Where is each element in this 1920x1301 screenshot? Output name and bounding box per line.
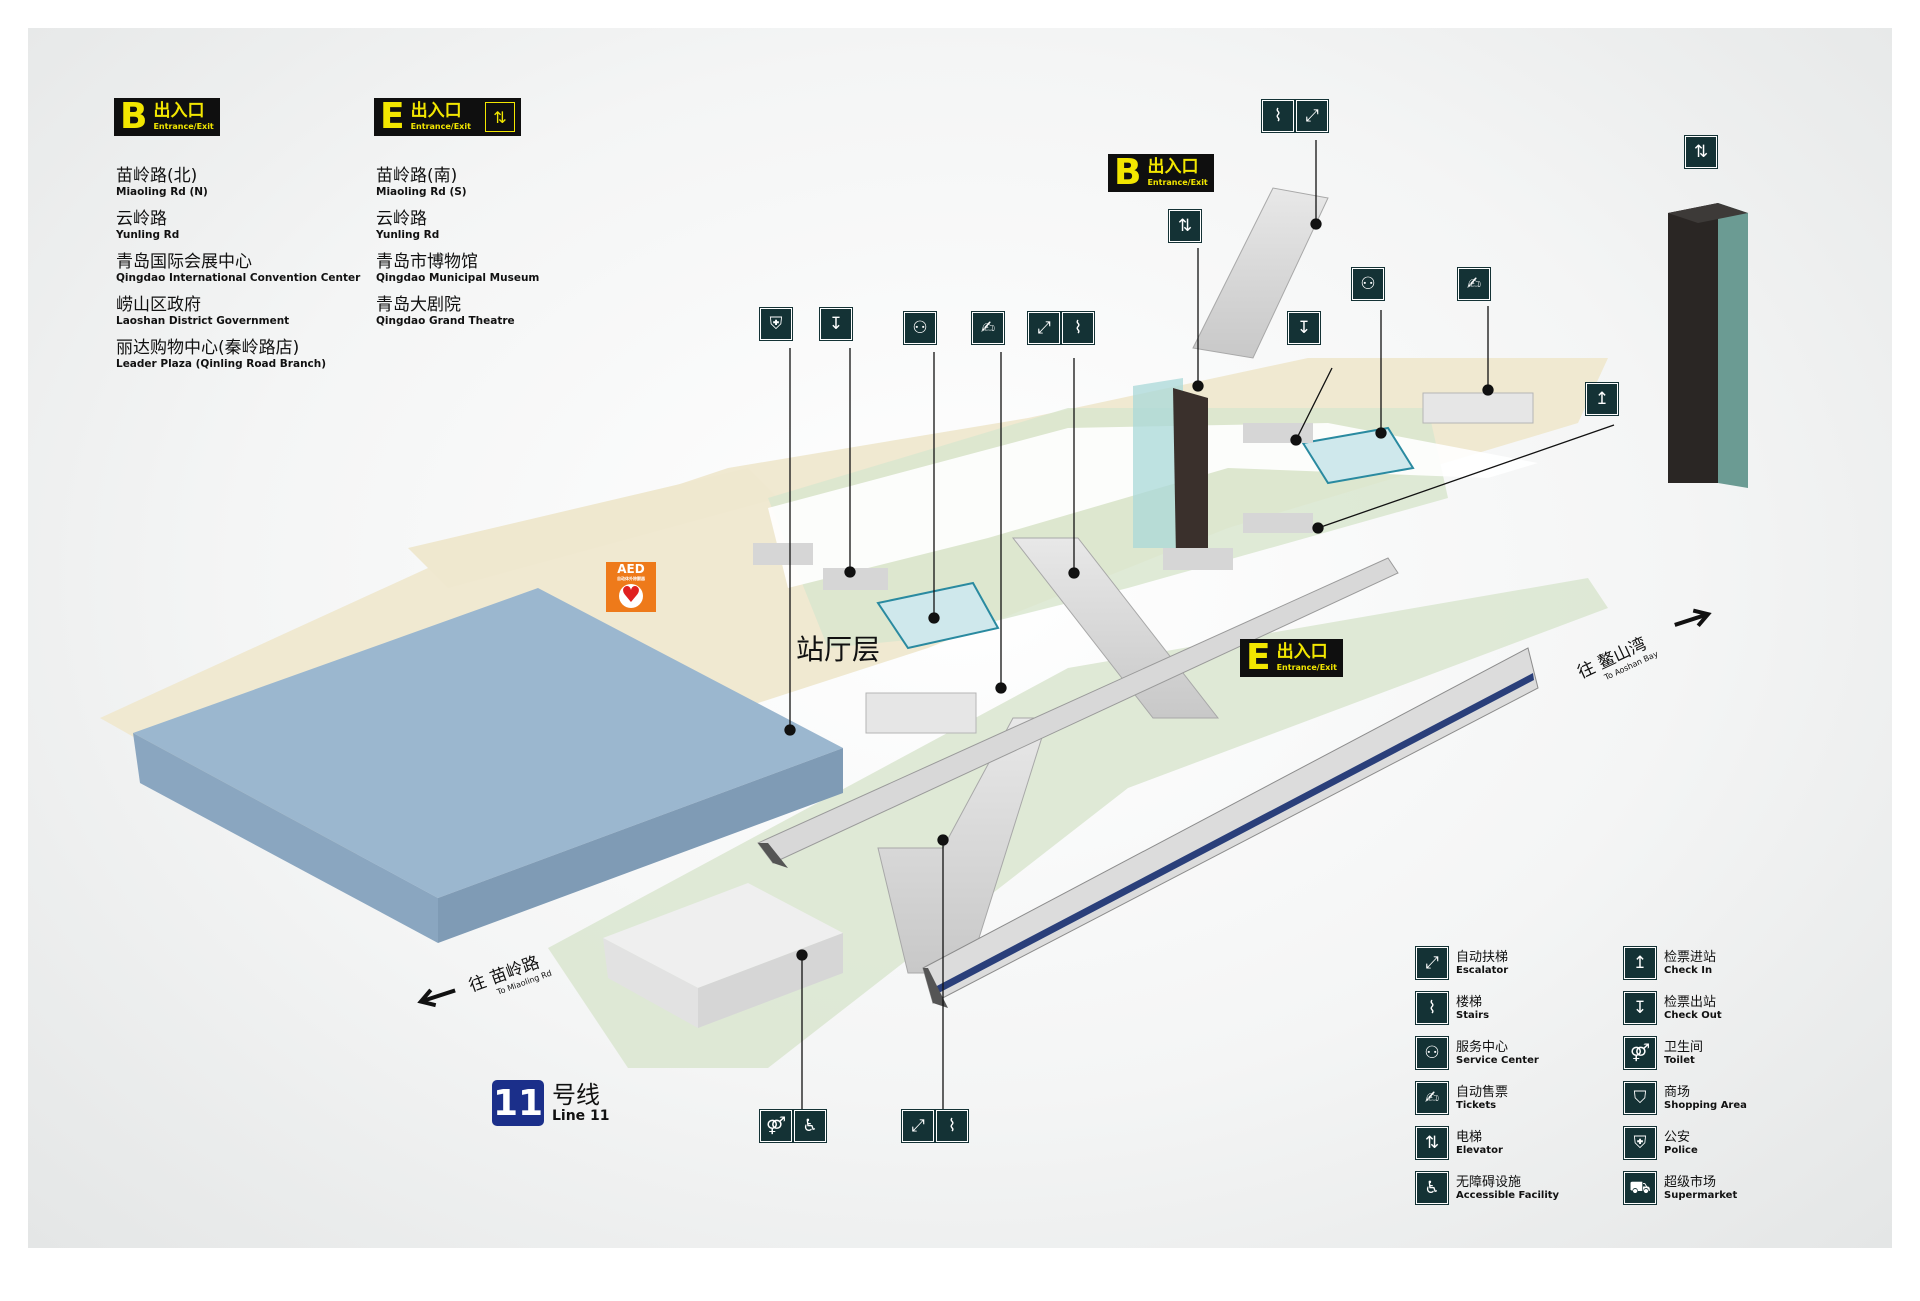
stairs-icon: ⌇ <box>1062 312 1094 344</box>
stair-block-1 <box>753 543 813 565</box>
dark-tower-front <box>1668 203 1718 483</box>
concourse-level-label: 站厅层 <box>796 633 881 666</box>
upper-escalator <box>1192 187 1329 359</box>
fare-gates-right <box>1422 392 1534 424</box>
service-center-icon: ⚇ <box>1352 268 1384 300</box>
tickets-icon: ✍ <box>972 312 1004 344</box>
service-center-icon: ⚇ <box>1416 1037 1448 1069</box>
supermarket-icon: ⛟ <box>1624 1172 1656 1204</box>
stair-block-2 <box>823 568 888 590</box>
accessible-icon: ♿ <box>794 1110 826 1142</box>
police-icon: ⛨ <box>1624 1127 1656 1159</box>
shopping-icon: ⛉ <box>1624 1082 1656 1114</box>
train-far <box>757 557 1399 868</box>
escalator-icon: ⤢ <box>1296 100 1328 132</box>
blue-building-side <box>438 748 843 943</box>
elevator-icon: ⇅ <box>1416 1127 1448 1159</box>
station-scene <box>100 140 1748 1134</box>
glass-elevator-core <box>1173 388 1208 558</box>
dark-tower-side <box>1718 203 1748 488</box>
stair-block-5 <box>1243 513 1313 533</box>
leader-lines <box>784 140 1615 1134</box>
destination-item: 丽达购物中心(秦岭路店)Leader Plaza (Qinling Road B… <box>116 338 327 370</box>
stairs-icon: ⌇ <box>1262 100 1294 132</box>
fare-gates-left <box>865 692 977 734</box>
blue-building-top <box>133 588 843 898</box>
check-in-icon: ↥ <box>1624 947 1656 979</box>
concourse-side-strip <box>408 468 778 588</box>
escalator-icon: ⤢ <box>1028 312 1060 344</box>
arrow-left-icon <box>417 988 456 1008</box>
stairs-icon: ⌇ <box>1416 992 1448 1024</box>
glass-elevator-front <box>1133 378 1183 548</box>
arrow-right-icon <box>1674 608 1712 628</box>
destination-item: 苗岭路(南)Miaoling Rd (S) <box>376 166 467 198</box>
elevator-icon: ⇅ <box>1169 210 1201 242</box>
destination-item: 苗岭路(北)Miaoling Rd (N) <box>116 166 208 198</box>
train-near <box>922 647 1539 1008</box>
accessible-icon: ♿ <box>1416 1172 1448 1204</box>
escalator-icon: ⤢ <box>1416 947 1448 979</box>
check-in-icon: ↥ <box>1586 383 1618 415</box>
heart-icon: ♥ <box>619 584 643 608</box>
counter-right <box>1301 426 1415 485</box>
toilet-icon: ⚤ <box>760 1110 792 1142</box>
service-center-icon: ⚇ <box>904 312 936 344</box>
dark-tower-top <box>1668 203 1748 223</box>
white-box-front <box>603 938 698 1028</box>
elevator-icon: ⇅ <box>484 102 515 132</box>
check-out-icon: ↧ <box>820 308 852 340</box>
aed-sign: AED 自动体外除颤器 ♥ <box>606 562 656 612</box>
tickets-icon: ✍ <box>1458 268 1490 300</box>
stairs-icon: ⌇ <box>936 1110 968 1142</box>
check-out-icon: ↧ <box>1288 312 1320 344</box>
line-badge: 11 号线 Line 11 <box>492 1080 610 1126</box>
check-out-icon: ↧ <box>1624 992 1656 1024</box>
police-icon: ⛨ <box>760 308 792 340</box>
white-box-top <box>603 883 843 988</box>
toilet-icon: ⚤ <box>1624 1037 1656 1069</box>
tickets-icon: ✍ <box>1416 1082 1448 1114</box>
escalator-icon: ⤢ <box>902 1110 934 1142</box>
blue-building-front <box>133 733 438 943</box>
station-map: { "signs": { "b_top": {"letter": "B", "c… <box>28 28 1892 1248</box>
stair-block-3 <box>1163 548 1233 570</box>
elevator-icon: ⇅ <box>1685 136 1717 168</box>
